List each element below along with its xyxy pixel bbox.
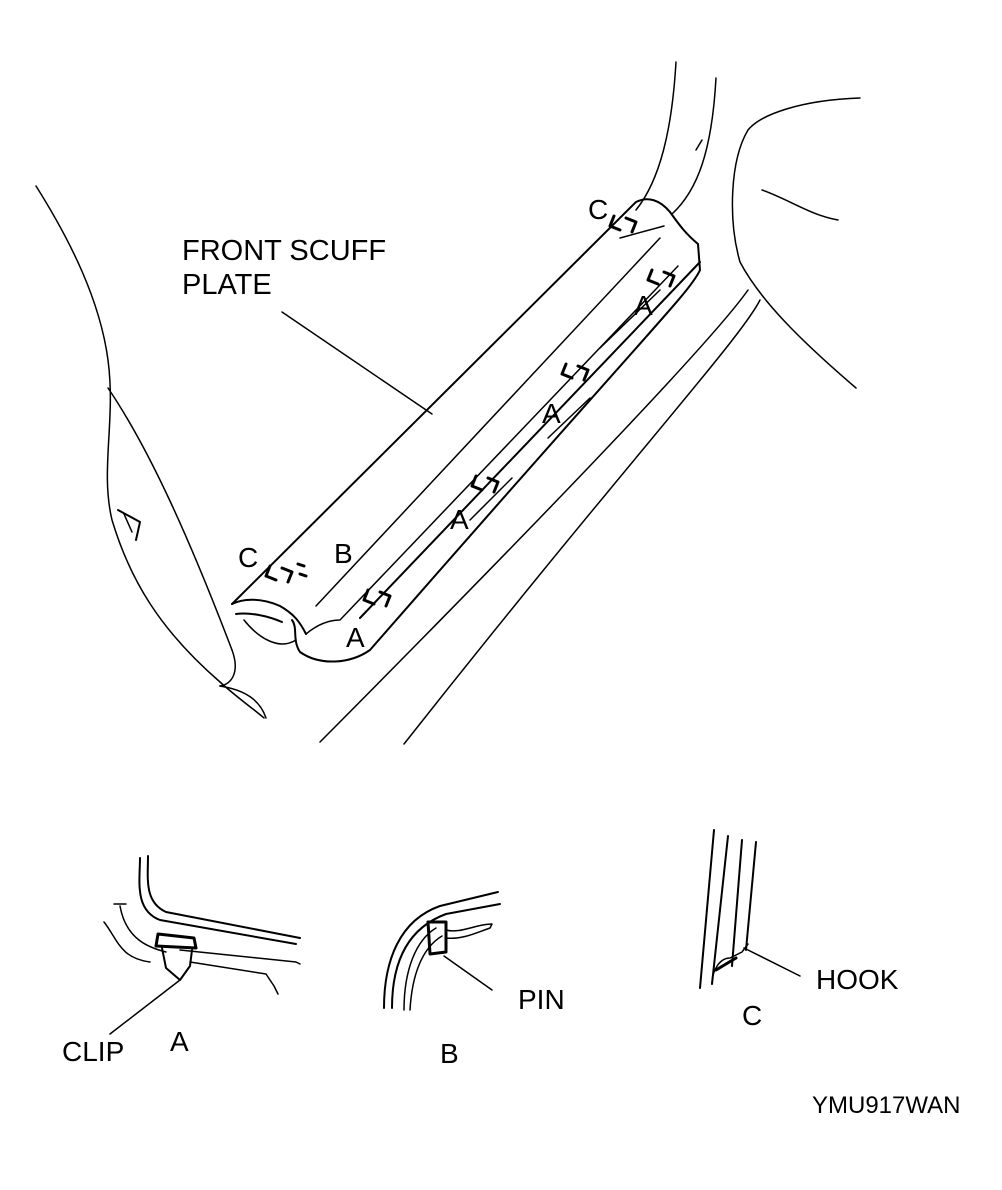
detail-a-clip-drawing — [103, 855, 301, 1035]
detail-b-letter: B — [440, 1038, 459, 1069]
scuff-plate-label-line1: FRONT SCUFF — [182, 235, 387, 267]
front-scuff-plate — [231, 198, 701, 663]
scuff-plate-label: FRONT SCUFF PLATE — [182, 234, 386, 302]
detail-b-part-label: PIN — [518, 984, 565, 1015]
figure-code: YMU917WAN — [812, 1092, 961, 1119]
plate-clip-holes — [264, 214, 676, 608]
callout-a-4: A — [346, 622, 365, 653]
scuff-plate-leader — [281, 311, 433, 415]
callout-a-2: A — [542, 398, 561, 429]
callout-c-left: C — [238, 542, 259, 573]
detail-c-letter: C — [742, 1000, 763, 1031]
callout-a-3: A — [450, 504, 469, 535]
detail-c-hook-drawing — [699, 829, 801, 989]
b-pillar-outline — [319, 61, 861, 745]
detail-a-part-label: CLIP — [62, 1036, 125, 1067]
detail-c-part-label: HOOK — [816, 964, 899, 995]
scuff-plate-label-line2: PLATE — [182, 269, 272, 301]
callout-b: B — [334, 538, 353, 569]
callout-c-top: C — [588, 194, 609, 225]
detail-a-letter: A — [170, 1026, 189, 1057]
detail-b-pin-drawing — [383, 891, 501, 1011]
callout-a-1: A — [634, 290, 653, 321]
door-opening-outline — [35, 185, 267, 719]
